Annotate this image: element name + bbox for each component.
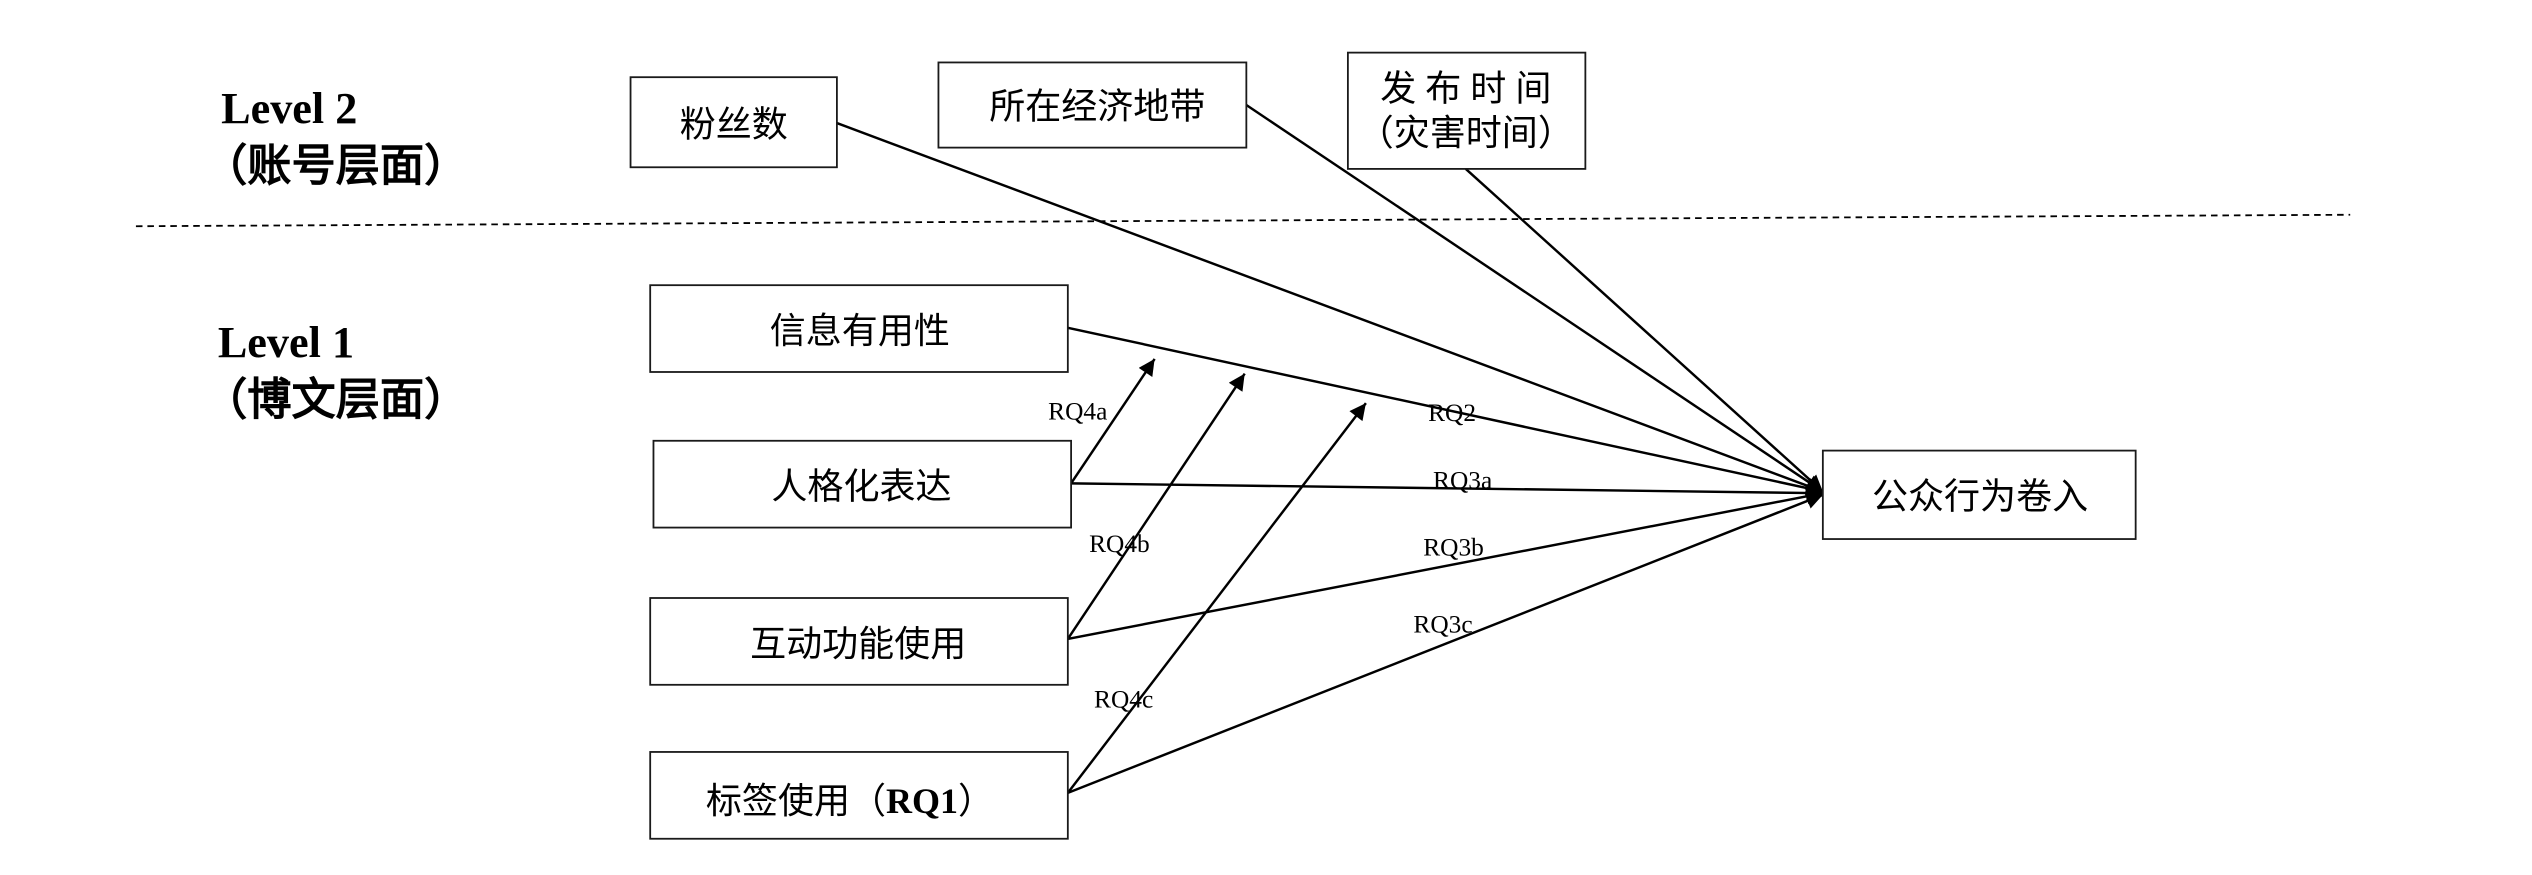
path-label-rq3c: RQ3c [1413,610,1472,638]
node-hashtag-label: 标签使用（RQ1） [706,781,994,821]
level-1-title: Level 1 [218,318,354,367]
path-label-rq3a: RQ3a [1433,466,1492,494]
node-hashtag-label-prefix: 标签使用（ [706,781,886,821]
node-info-usefulness-label: 信息有用性 [770,311,950,351]
level-2-title: Level 2 [221,84,357,133]
node-hashtag-label-suffix: ） [958,781,994,821]
arrow-moderation-rq4b [1066,372,1246,640]
arrow-info-usefulness-to-outcome [1067,326,1824,497]
node-followers-box [629,76,838,169]
arrow-moderation-rq4a [1070,358,1156,485]
arrow-hashtag-to-outcome [1067,493,1824,795]
arrow-moderation-rq4c [1066,402,1367,794]
node-followers-label: 粉丝数 [680,105,788,145]
path-label-rq2: RQ2 [1428,399,1476,427]
arrow-interactive-to-outcome [1067,488,1824,641]
node-info-usefulness-box [649,284,1069,373]
node-personification: 人格化表达 [652,439,1073,529]
arrow-publish-time-to-outcome [1464,167,1824,493]
node-hashtag-box [649,751,1069,840]
node-economic-zone: 所在经济地带 [937,61,1248,149]
node-outcome-box [1821,449,2137,540]
node-personification-label: 人格化表达 [771,467,951,507]
node-personification-box [652,439,1073,529]
path-label-rq3b: RQ3b [1423,533,1484,561]
node-economic-zone-box [937,61,1248,149]
path-label-rq4c: RQ4c [1094,686,1153,714]
arrow-followers-to-outcome [836,121,1824,494]
node-outcome-label: 公众行为卷入 [1872,476,2088,516]
node-followers: 粉丝数 [629,76,838,169]
node-hashtag: 标签使用（RQ1） [649,751,1069,840]
node-economic-zone-label: 所在经济地带 [989,87,1205,127]
level-2-subtitle: （账号层面） [203,141,468,190]
node-interactive-features-label: 互动功能使用 [750,624,966,664]
level-1-subtitle: （博文层面） [203,376,468,425]
level-2-label: Level 2 （账号层面） [203,84,468,190]
node-publish-time-label-line2: （灾害时间） [1358,113,1574,153]
path-label-rq4a: RQ4a [1048,397,1107,425]
node-interactive-features: 互动功能使用 [649,597,1069,686]
arrow-economic-zone-to-outcome [1245,104,1824,493]
node-interactive-features-box [649,597,1069,686]
node-publish-time-label-line1: 发 布 时 间 [1380,69,1551,109]
node-publish-time: 发 布 时 间 （灾害时间） [1346,51,1587,170]
level-divider [135,213,2351,228]
arrow-personification-to-outcome [1071,482,1823,502]
node-publish-time-box [1346,51,1587,170]
path-label-rq4b: RQ4b [1089,530,1150,558]
node-hashtag-label-rq1: RQ1 [886,781,958,821]
level-1-label: Level 1 （博文层面） [203,318,468,424]
node-outcome: 公众行为卷入 [1821,449,2137,540]
node-info-usefulness: 信息有用性 [649,284,1069,373]
